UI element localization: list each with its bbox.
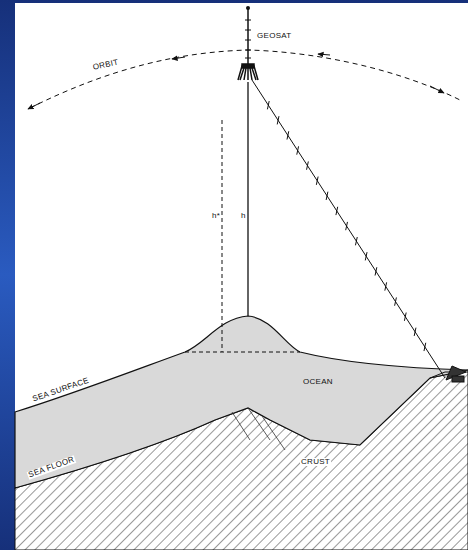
orbit-arc — [30, 50, 460, 108]
height-reference-line — [222, 120, 223, 352]
reference-line — [185, 352, 300, 353]
tracking-link — [252, 80, 445, 378]
satellite-body — [238, 64, 258, 80]
height-label: h — [240, 212, 247, 220]
satellite-mast — [247, 8, 249, 66]
height-line — [247, 82, 248, 316]
ocean-layer — [15, 316, 468, 488]
crust-label: CRUST — [300, 458, 331, 466]
height-label: h* — [211, 212, 221, 220]
satellite-label: GEOSAT — [256, 32, 293, 40]
water-label: OCEAN — [302, 378, 334, 386]
ground-station — [446, 366, 466, 382]
page-ground — [15, 3, 468, 550]
